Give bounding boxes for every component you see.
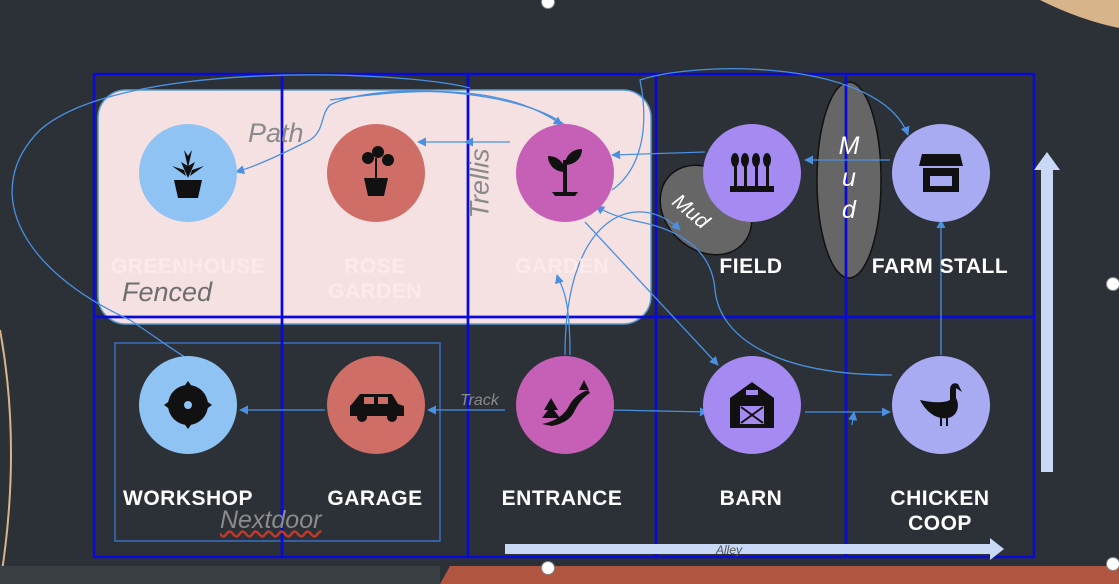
garden-label: GARDEN: [514, 255, 609, 278]
chicken-icon: [920, 383, 962, 426]
entrance-circle: [516, 356, 614, 454]
node-entrance[interactable]: [516, 356, 614, 454]
node-rose-garden[interactable]: [327, 124, 425, 222]
node-field[interactable]: [703, 124, 801, 222]
potted-plant-icon: [172, 150, 204, 198]
node-farm-stall[interactable]: [892, 124, 990, 222]
trellis-annotation: Trellis: [464, 148, 495, 219]
saw-blade-icon: [164, 381, 212, 429]
path-annotation: Path: [248, 118, 304, 148]
path-trees-icon: [542, 380, 590, 426]
selection-handle-bottom[interactable]: [541, 561, 555, 575]
edge-decoration: [0, 329, 12, 584]
fenced-annotation: Fenced: [122, 277, 213, 307]
rose-garden-label: ROSE GARDEN: [327, 255, 422, 303]
selection-handle-bottom-right[interactable]: [1106, 557, 1119, 571]
field-label: FIELD: [719, 255, 783, 278]
car-icon: [350, 394, 404, 422]
node-greenhouse[interactable]: [139, 124, 237, 222]
mud-tall-annotation: Mud: [838, 132, 860, 224]
flower-pot-icon: [362, 146, 394, 196]
mud-patch-tall: [816, 81, 882, 279]
nextdoor-annotation: Nextdoor: [220, 506, 322, 534]
alley-annotation: Alley: [716, 543, 743, 557]
connectors: [11, 68, 946, 426]
bottom-strip: [440, 566, 1119, 584]
barn-label: BARN: [719, 487, 783, 510]
node-workshop[interactable]: [139, 356, 237, 454]
node-barn[interactable]: [703, 356, 801, 454]
workshop-label: WORKSHOP: [123, 487, 253, 510]
selection-handle-right[interactable]: [1106, 277, 1119, 291]
node-garden[interactable]: [516, 124, 614, 222]
entrance-label: ENTRANCE: [501, 487, 623, 510]
garage-label: GARAGE: [327, 487, 423, 510]
grid: [92, 72, 1036, 559]
chicken-coop-label: CHICKEN COOP: [890, 487, 990, 535]
alley-arrow: [505, 538, 1004, 560]
shop-stall-icon: [919, 154, 963, 192]
node-garage[interactable]: [327, 356, 425, 454]
selection-handle-top[interactable]: [541, 0, 555, 9]
greenhouse-label: GREENHOUSE: [110, 255, 266, 278]
bottom-bar: [0, 566, 440, 584]
north-arrow: [1034, 152, 1060, 472]
field-circle: [703, 124, 801, 222]
corner-decoration: [1040, 0, 1119, 28]
track-annotation: Track: [460, 392, 499, 409]
seedling-icon: [548, 149, 582, 196]
barn-icon: [730, 382, 774, 428]
farm-stall-label: FARM STALL: [871, 255, 1009, 278]
wheat-field-icon: [730, 153, 774, 192]
node-chicken-coop[interactable]: [892, 356, 990, 454]
nextdoor-box: [114, 342, 441, 542]
